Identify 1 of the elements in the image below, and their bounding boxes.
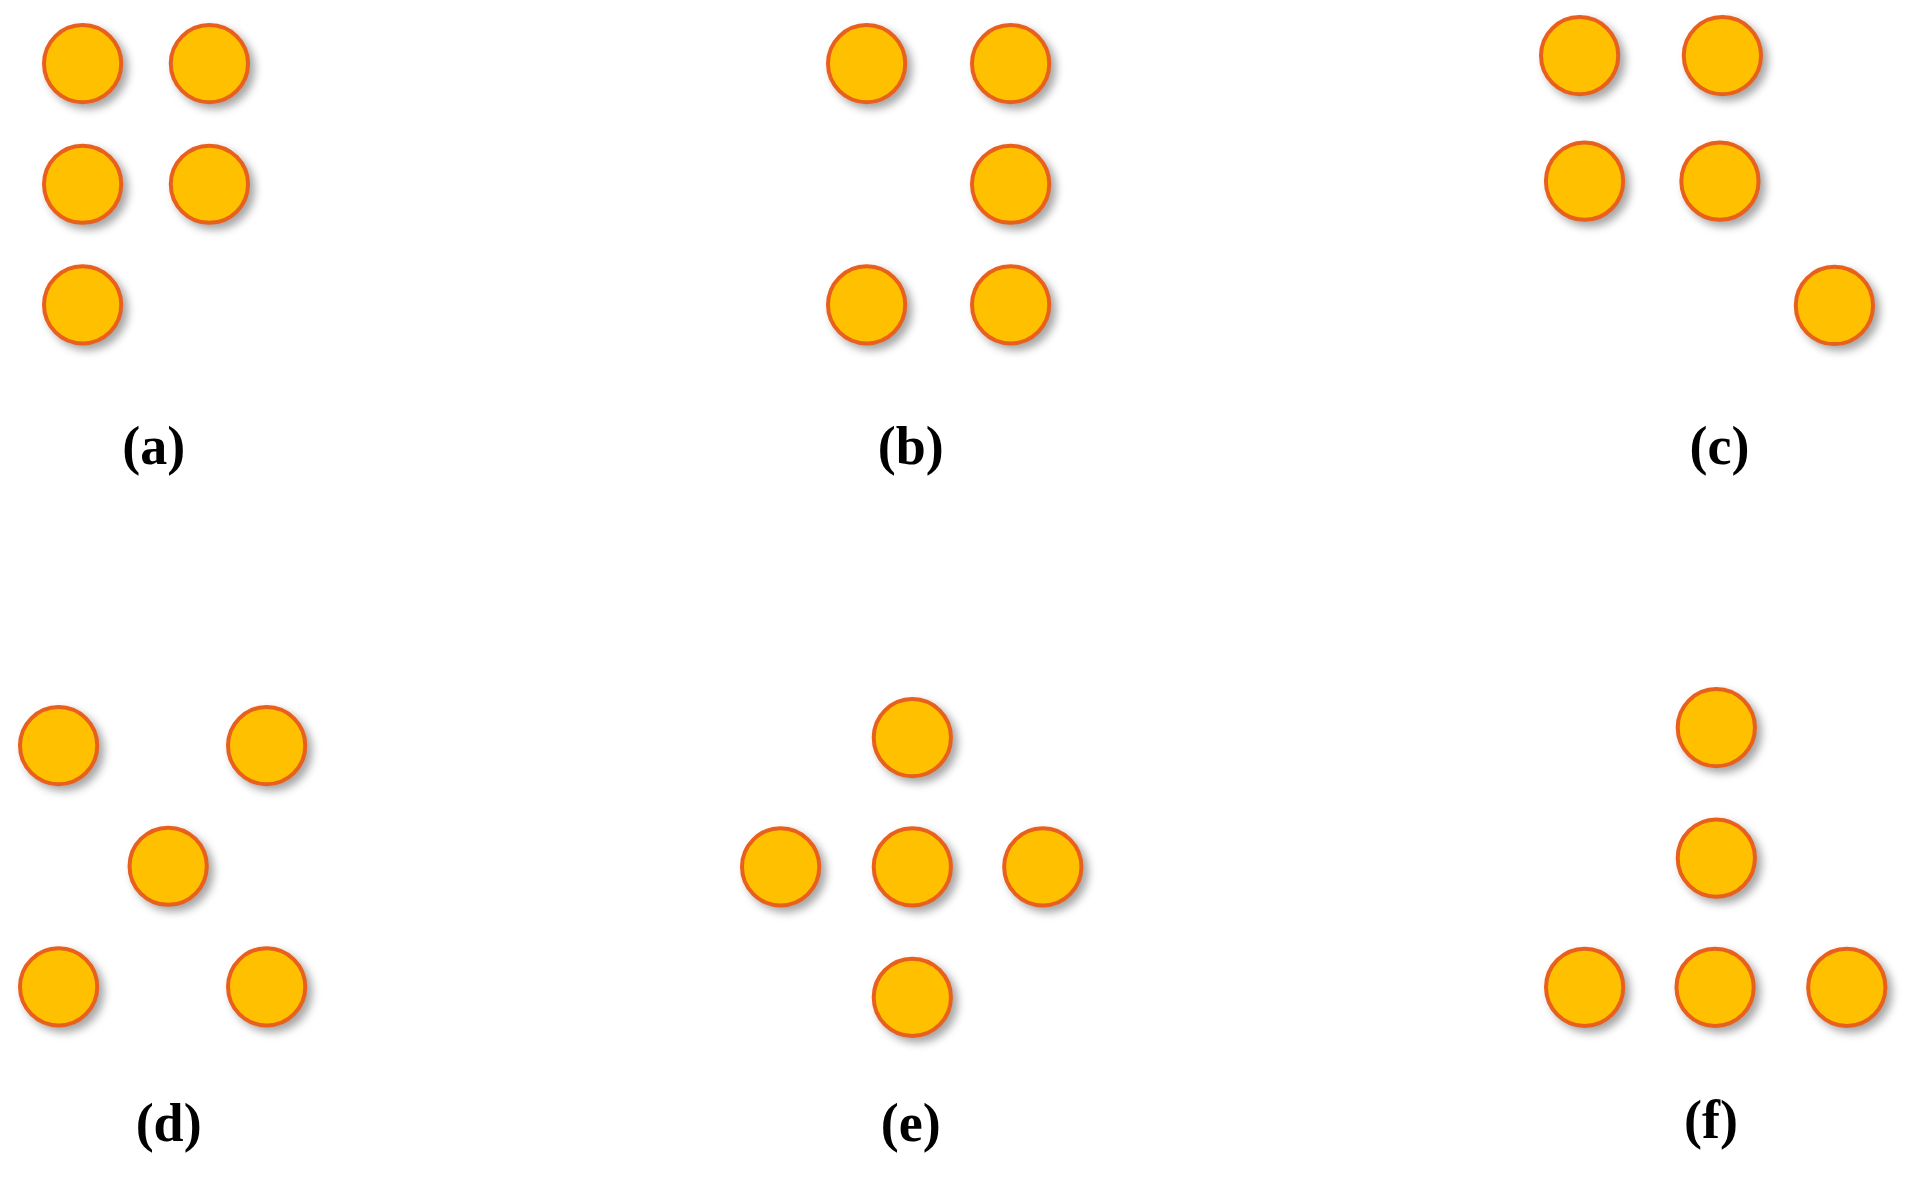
panel-label: (f) [1683,1093,1738,1148]
